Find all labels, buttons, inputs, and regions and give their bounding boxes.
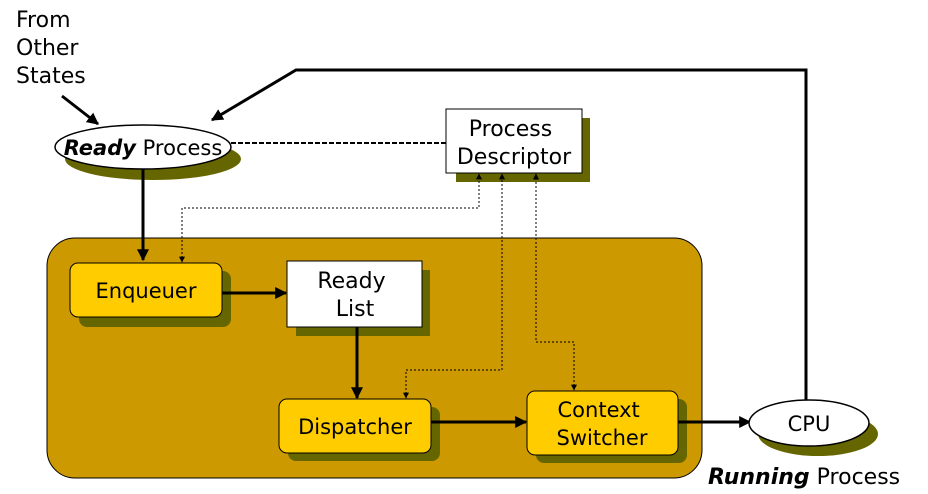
running-process-label: Running Process	[708, 465, 900, 490]
ready-list-label: Ready List	[317, 269, 392, 322]
cpu-label: CPU	[788, 412, 831, 436]
process-descriptor-label: Process Descriptor	[457, 117, 572, 170]
from-states-arrow	[61, 94, 99, 126]
ready-process-label: Ready Process	[64, 136, 223, 160]
context-switcher-label: Context Switcher	[557, 398, 648, 450]
enqueuer-module	[69, 262, 223, 318]
cpu-node	[748, 399, 870, 447]
enqueuer-label: Enqueuer	[95, 279, 196, 303]
ready-list-box	[286, 260, 423, 328]
dispatcher-label: Dispatcher	[298, 415, 412, 439]
process-descriptor-box	[445, 108, 583, 174]
from-other-states-label: From Other States	[16, 8, 86, 89]
cpu-return-path	[210, 68, 808, 400]
descriptor-dispatcher-dotted	[403, 173, 505, 399]
dispatcher-module	[278, 398, 432, 454]
descriptor-switcher-dotted	[533, 173, 577, 391]
